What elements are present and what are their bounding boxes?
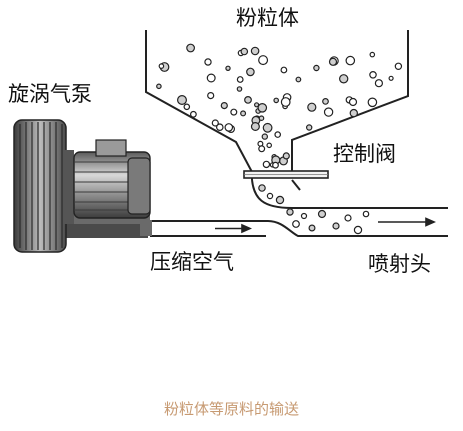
particle (313, 64, 320, 72)
particle (246, 67, 255, 77)
particle (211, 119, 219, 127)
particle (225, 65, 231, 72)
powder-particles (156, 43, 403, 169)
particle (280, 66, 288, 74)
particle (158, 63, 165, 69)
particle (156, 83, 162, 90)
particle (244, 95, 252, 104)
label-control-valve: 控制阀 (333, 142, 396, 166)
particle (177, 94, 188, 105)
pipe-particles (258, 184, 370, 235)
vortex-blower-pump (13, 119, 152, 253)
particle (323, 107, 334, 117)
particle (266, 192, 274, 200)
particle (207, 91, 215, 100)
label-nozzle: 喷射头 (368, 252, 431, 276)
particle (282, 152, 290, 160)
particle (250, 46, 260, 56)
particle (388, 75, 394, 81)
particle (394, 62, 403, 71)
particle (258, 115, 265, 122)
particle (258, 184, 266, 192)
particle (240, 110, 247, 117)
particle (374, 79, 383, 88)
particle (216, 123, 224, 132)
particle (273, 97, 280, 104)
conveying-pipe (150, 179, 448, 237)
particle (258, 55, 269, 66)
particle (344, 214, 352, 222)
label-vortex-pump: 旋涡气泵 (8, 82, 92, 106)
particle (339, 74, 349, 84)
particle (220, 101, 228, 110)
particle (280, 97, 291, 107)
particle (362, 210, 370, 218)
particle (328, 57, 338, 66)
particle (317, 209, 327, 219)
particle (274, 131, 282, 138)
particle (332, 222, 340, 230)
particle (224, 123, 234, 132)
particle (258, 145, 266, 153)
label-powder: 粉粒体 (236, 6, 299, 30)
particle (189, 110, 197, 118)
particle (348, 97, 358, 107)
particle (292, 220, 300, 228)
particle (353, 225, 363, 235)
particle (266, 142, 273, 149)
label-compressed-air: 压缩空气 (150, 250, 234, 274)
particle (204, 58, 212, 66)
figure-caption: 粉粒体等原料的输送 (163, 400, 299, 418)
particle (240, 47, 249, 56)
particle (300, 212, 308, 220)
flow-arrow-nozzle (378, 217, 436, 227)
particle (262, 122, 273, 133)
particle (236, 86, 243, 92)
particle (345, 55, 356, 66)
particle (308, 224, 316, 232)
particle (257, 103, 268, 113)
particle (261, 133, 268, 140)
particle (349, 108, 358, 118)
particle (286, 208, 294, 216)
particle (262, 160, 271, 169)
particle (236, 76, 244, 83)
particle (183, 103, 191, 111)
particle (367, 97, 378, 108)
particle (369, 71, 377, 79)
particle (306, 124, 313, 131)
particle (275, 195, 285, 205)
particle (186, 43, 196, 53)
particle (322, 97, 329, 105)
particle (272, 161, 279, 169)
control-valve (243, 170, 329, 179)
particle (295, 76, 302, 83)
particle (230, 108, 238, 116)
particle (369, 51, 376, 58)
particle (206, 73, 216, 83)
flow-arrow-air (215, 223, 252, 234)
particle (307, 102, 317, 112)
particle (250, 121, 260, 131)
